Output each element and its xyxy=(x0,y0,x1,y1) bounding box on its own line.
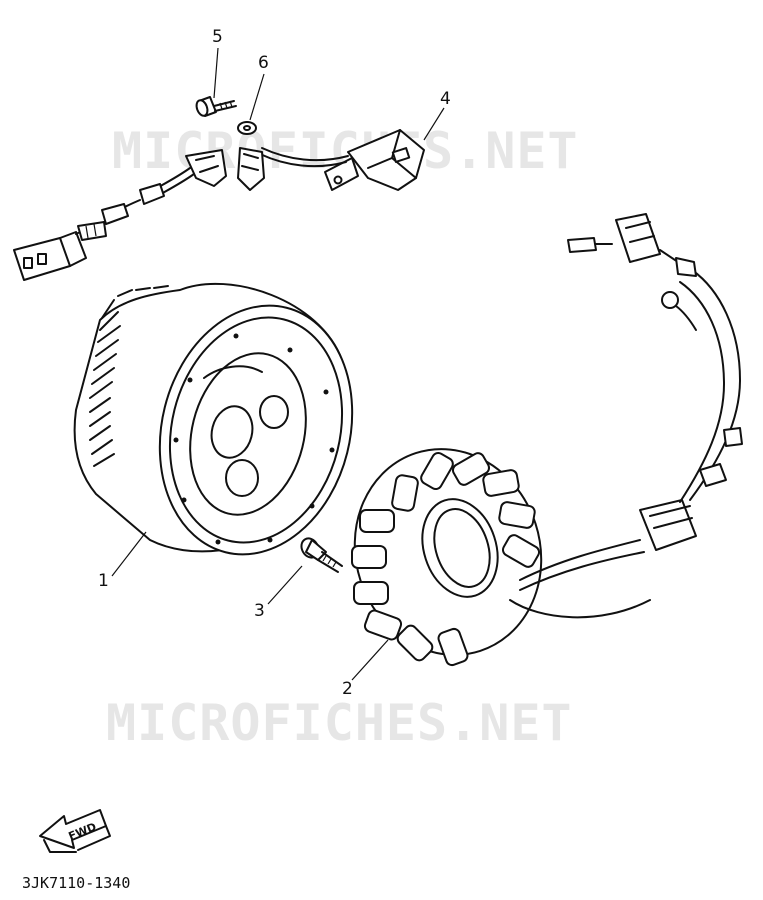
watermark-bottom: MICROFICHES.NET xyxy=(106,694,573,752)
bolt-part-5[interactable] xyxy=(195,96,237,117)
forward-arrow-icon: FWD xyxy=(39,809,111,853)
screw-part-3[interactable] xyxy=(298,535,343,573)
callout-6: 6 xyxy=(258,53,269,73)
pickup-coil-part-4[interactable] xyxy=(13,129,425,281)
stator-part-2[interactable] xyxy=(328,213,743,679)
callout-4: 4 xyxy=(440,89,451,109)
reference-code: 3JK7110-1340 xyxy=(22,874,130,892)
callout-1: 1 xyxy=(98,571,109,591)
callout-2: 2 xyxy=(342,679,353,699)
callout-5: 5 xyxy=(212,27,223,47)
rotor-part-1[interactable] xyxy=(73,282,378,575)
leader-lines xyxy=(111,47,445,681)
callout-3: 3 xyxy=(254,601,265,621)
washer-part-6[interactable] xyxy=(237,121,257,135)
